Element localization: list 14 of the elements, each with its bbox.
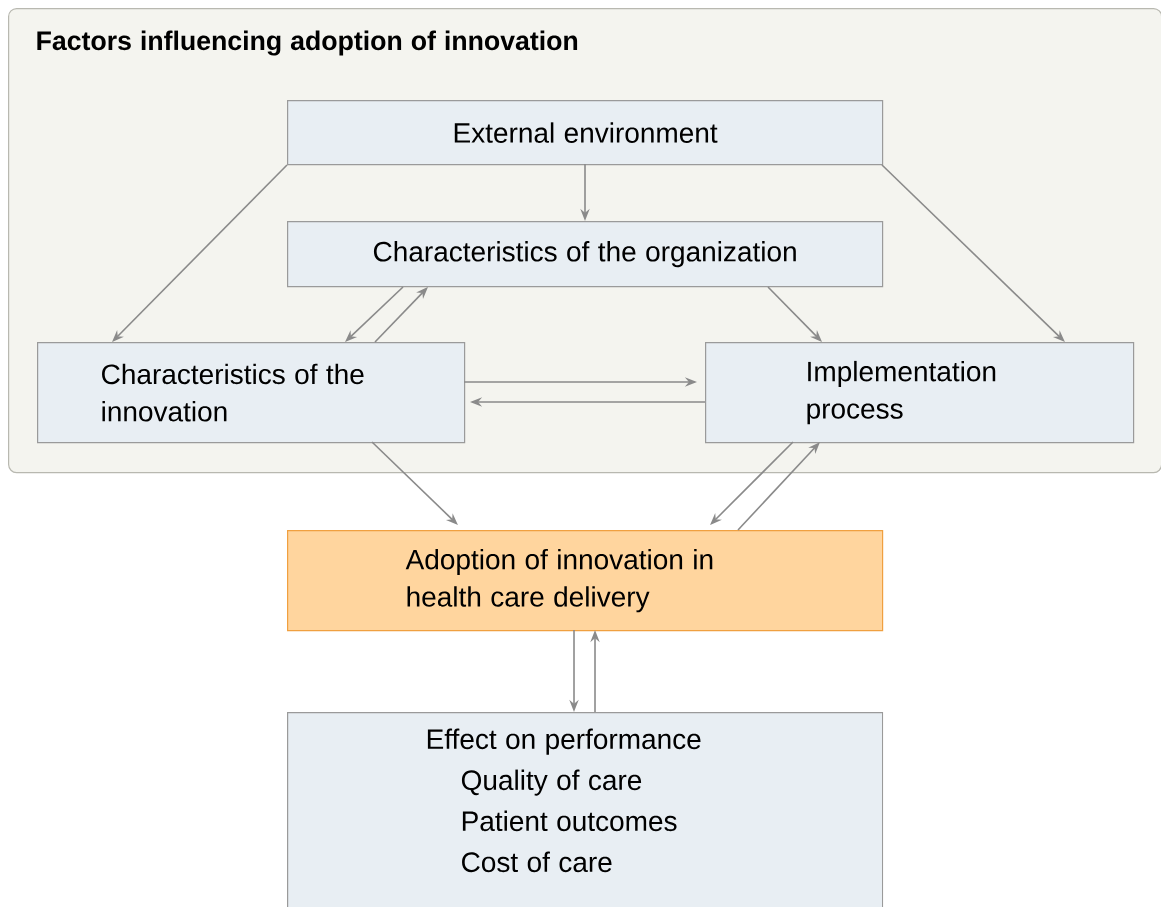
factor-box: Characteristics of the organization: [287, 221, 884, 288]
arrow: [881, 164, 1065, 342]
arrow: [371, 441, 458, 525]
arrow: [345, 286, 404, 342]
arrow: [737, 442, 820, 531]
arrow: [767, 286, 822, 342]
factor-box: Implementation process: [705, 342, 1135, 444]
adoption-box: Adoption of innovation in health care delivery: [287, 530, 884, 632]
arrow: [374, 287, 428, 343]
factor-box: Characteristics of the innovation: [37, 342, 466, 444]
arrow: [112, 164, 288, 342]
outcome-box: Effect on performance Quality of care Patient outcomes Cost of care: [287, 712, 884, 907]
arrow: [710, 441, 794, 525]
factor-box: External environment: [287, 100, 884, 166]
